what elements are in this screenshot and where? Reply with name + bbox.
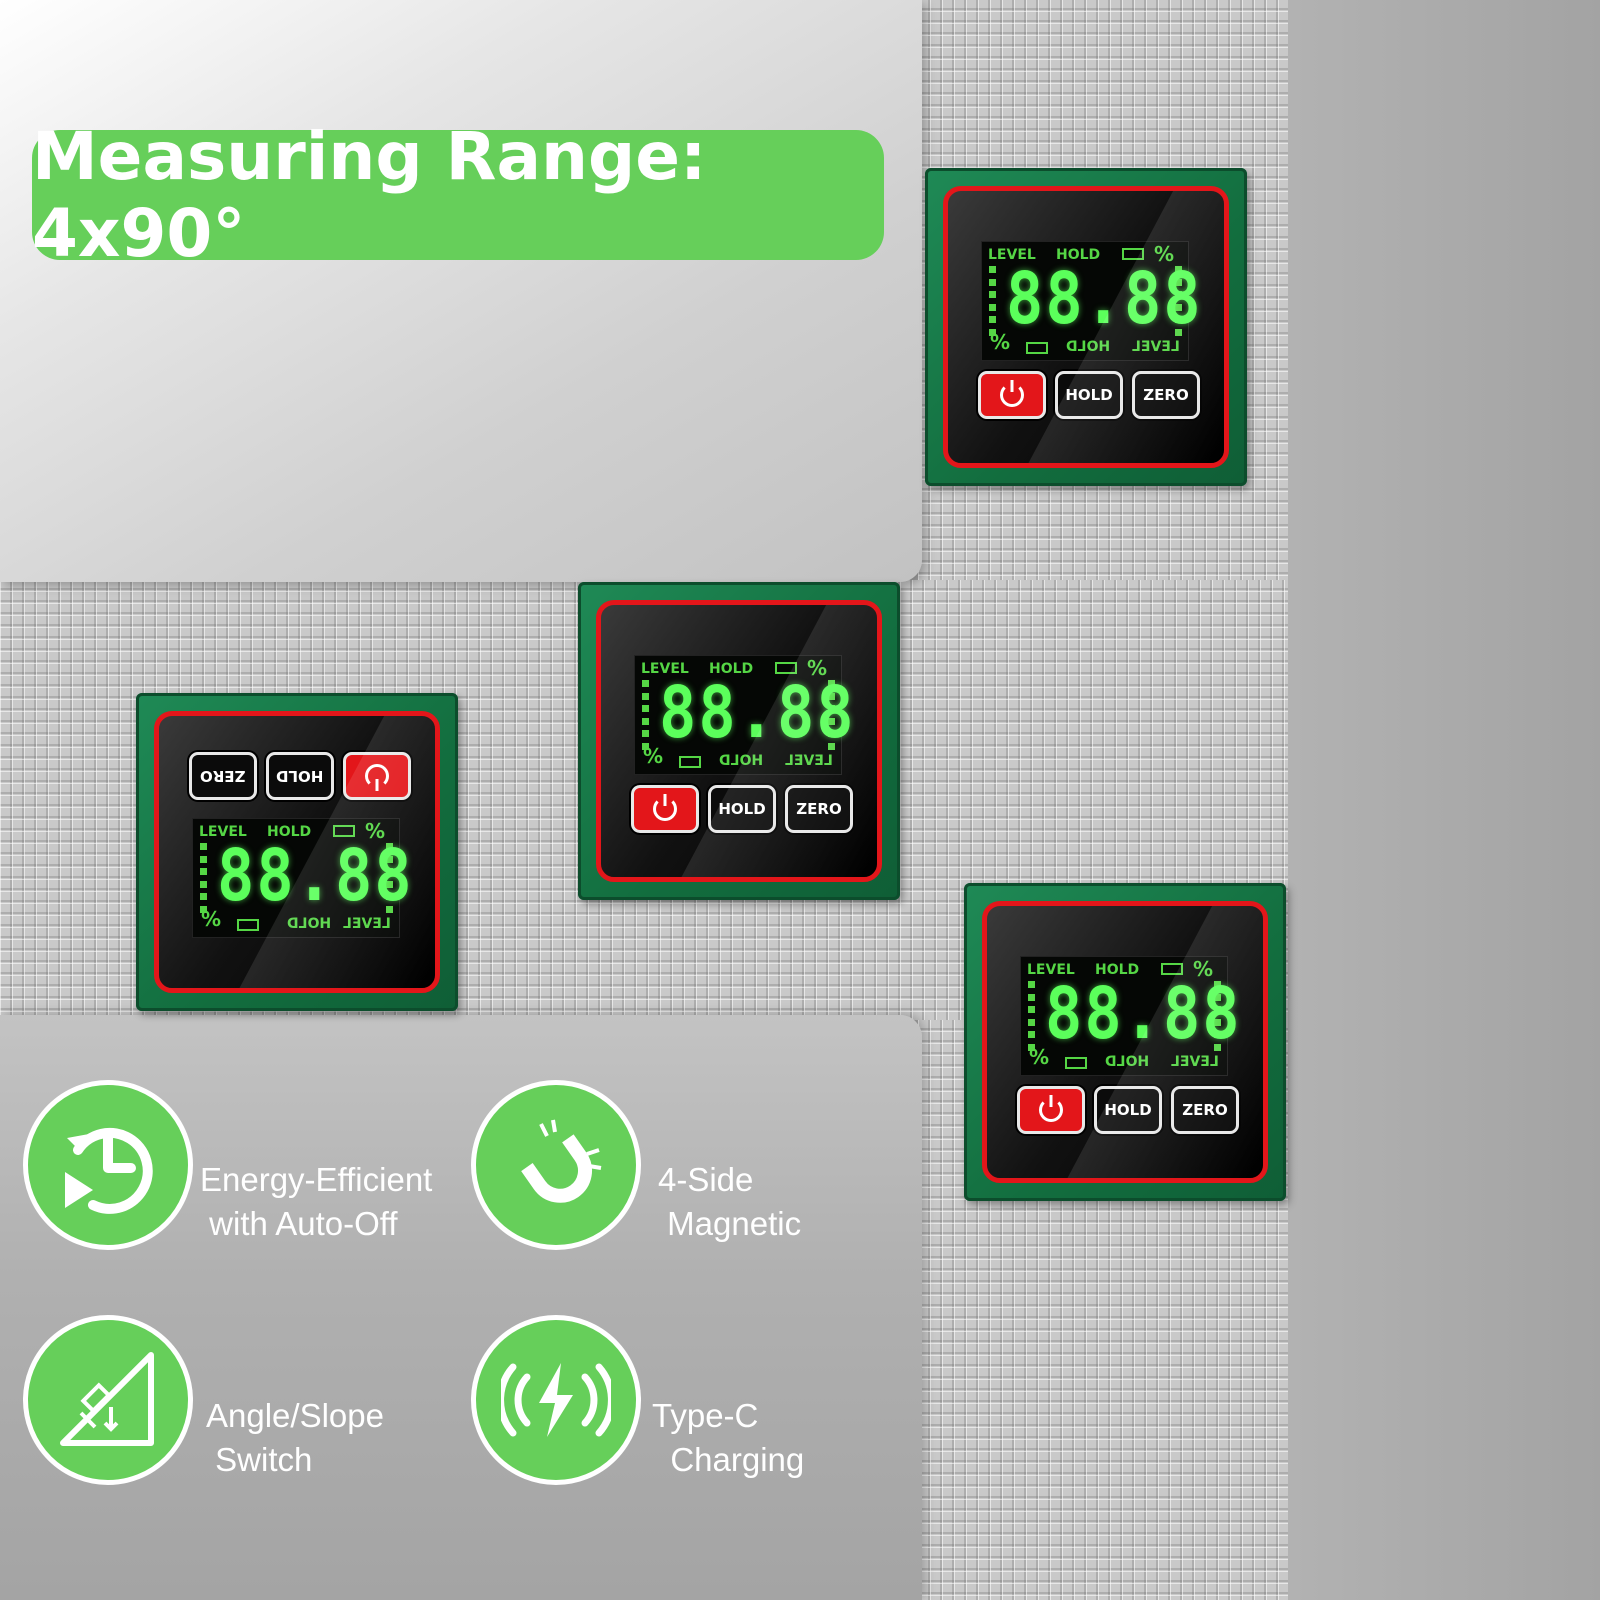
lcd-right-bars — [1174, 266, 1182, 336]
type-c-charging-icon — [471, 1315, 641, 1485]
power-icon — [365, 764, 389, 788]
hold-button[interactable]: HOLD — [266, 752, 334, 800]
panel-top — [0, 0, 922, 582]
battery-icon — [237, 919, 259, 931]
power-icon — [1039, 1098, 1063, 1122]
zero-button[interactable]: ZERO — [1132, 371, 1200, 419]
charging-glyph — [501, 1363, 611, 1437]
feature-line1: Type-C — [652, 1397, 759, 1434]
feature-magnetic-text: 4-Side Magnetic — [658, 1158, 801, 1246]
lcd-display: LEVEL HOLD % 88.88 % HOLD LEVEL — [192, 818, 414, 938]
battery-icon — [333, 825, 355, 837]
lcd-right-bars — [1213, 981, 1221, 1051]
lcd-level-label: LEVEL — [988, 247, 1036, 263]
auto-off-clock-icon — [23, 1080, 193, 1250]
zero-button[interactable]: ZERO — [189, 752, 257, 800]
power-icon — [1000, 383, 1024, 407]
angle-slope-icon — [23, 1315, 193, 1485]
device-face: LEVEL HOLD % 88.88 % HOLD LEVEL HOLD ZER… — [982, 901, 1268, 1183]
headline-text: Measuring Range: 4x90° — [32, 118, 707, 272]
angle-slope-glyph — [60, 1352, 154, 1446]
lcd-right-bars — [385, 843, 393, 913]
lcd-hold-label: HOLD — [1056, 247, 1101, 263]
lcd-percent-mirrored: % — [990, 330, 1011, 354]
battery-icon — [679, 756, 701, 768]
power-icon — [653, 797, 677, 821]
button-row: ZERO HOLD — [189, 752, 411, 800]
lcd-left-bars — [988, 266, 996, 336]
feature-line1: 4-Side — [658, 1161, 754, 1198]
button-row: HOLD ZERO — [978, 371, 1200, 419]
lcd-left-bars — [1027, 981, 1035, 1051]
lcd-reading: 88.88 — [1006, 256, 1203, 341]
headline-badge: Measuring Range: 4x90° — [32, 118, 884, 272]
background-right-strip — [1288, 0, 1600, 1600]
lcd-level-mirrored: LEVEL — [343, 916, 391, 932]
lcd-percent-mirrored: % — [1029, 1045, 1050, 1069]
device-face: ZERO HOLD LEVEL HOLD % 88.88 % HOLD LEVE… — [154, 711, 440, 993]
feature-line2: Switch — [206, 1441, 313, 1478]
hold-button[interactable]: HOLD — [708, 785, 776, 833]
power-button[interactable] — [978, 371, 1046, 419]
feature-angle-slope-text: Angle/Slope Switch — [206, 1394, 384, 1482]
angle-gauge-device-4: ZERO HOLD LEVEL HOLD % 88.88 % HOLD LEVE… — [136, 693, 458, 1011]
button-row: HOLD ZERO — [1017, 1086, 1239, 1134]
lcd-percent: % — [1154, 242, 1175, 266]
lcd-right-bars — [827, 680, 835, 750]
lcd-level-mirrored: LEVEL — [1132, 339, 1180, 355]
feature-line1: Angle/Slope — [206, 1397, 384, 1434]
power-button[interactable] — [343, 752, 411, 800]
lcd-percent: % — [807, 656, 828, 680]
device-face: LEVEL HOLD % 88.88 % HOLD LEVEL HOLD ZER… — [943, 186, 1229, 468]
zero-label-inverted: ZERO — [200, 767, 246, 785]
lcd-level-label: LEVEL — [641, 661, 689, 677]
lcd-hold-mirrored: HOLD — [719, 753, 764, 769]
feature-type-c-text: Type-C Charging — [652, 1394, 804, 1482]
lcd-hold-mirrored: HOLD — [1105, 1054, 1150, 1070]
feature-line2: Charging — [652, 1441, 805, 1478]
lcd-reading: 88.88 — [217, 833, 414, 918]
angle-gauge-device-2: LEVEL HOLD % 88.88 % HOLD LEVEL HOLD ZER… — [578, 582, 900, 900]
lcd-hold-label: HOLD — [1095, 962, 1140, 978]
hold-button[interactable]: HOLD — [1094, 1086, 1162, 1134]
lcd-display: LEVEL HOLD % 88.88 % HOLD LEVEL — [1020, 956, 1242, 1076]
feature-line1: Energy-Efficient — [200, 1161, 433, 1198]
feature-auto-off-text: Energy-Efficient with Auto-Off — [200, 1158, 432, 1246]
lcd-display: LEVEL HOLD % 88.88 % HOLD LEVEL — [634, 655, 856, 775]
magnet-glyph — [521, 1119, 602, 1203]
lcd-level-label: LEVEL — [1027, 962, 1075, 978]
lcd-percent-mirrored: % — [201, 907, 222, 931]
lcd-reading: 88.88 — [659, 670, 856, 755]
magnet-icon — [471, 1080, 641, 1250]
feature-line2: with Auto-Off — [200, 1205, 398, 1242]
lcd-display: LEVEL HOLD % 88.88 % HOLD LEVEL — [981, 241, 1203, 361]
lcd-percent: % — [365, 819, 386, 843]
lcd-level-mirrored: LEVEL — [1171, 1054, 1219, 1070]
battery-icon — [1065, 1057, 1087, 1069]
lcd-hold-label: HOLD — [267, 824, 312, 840]
hold-button[interactable]: HOLD — [1055, 371, 1123, 419]
hold-label-inverted: HOLD — [276, 767, 324, 785]
angle-gauge-device-1: LEVEL HOLD % 88.88 % HOLD LEVEL HOLD ZER… — [925, 168, 1247, 486]
device-face: LEVEL HOLD % 88.88 % HOLD LEVEL HOLD ZER… — [596, 600, 882, 882]
lcd-reading: 88.88 — [1045, 971, 1242, 1056]
lcd-left-bars — [641, 680, 649, 750]
zero-button[interactable]: ZERO — [785, 785, 853, 833]
feature-line2: Magnetic — [658, 1205, 802, 1242]
zero-button[interactable]: ZERO — [1171, 1086, 1239, 1134]
angle-gauge-device-3: LEVEL HOLD % 88.88 % HOLD LEVEL HOLD ZER… — [964, 883, 1286, 1201]
lcd-left-bars — [199, 843, 207, 913]
lcd-level-label: LEVEL — [199, 824, 247, 840]
power-button[interactable] — [1017, 1086, 1085, 1134]
lcd-hold-mirrored: HOLD — [1066, 339, 1111, 355]
lcd-level-mirrored: LEVEL — [785, 753, 833, 769]
lcd-percent: % — [1193, 957, 1214, 981]
power-button[interactable] — [631, 785, 699, 833]
auto-off-clock-glyph — [65, 1127, 153, 1214]
button-row: HOLD ZERO — [631, 785, 853, 833]
lcd-hold-mirrored: HOLD — [287, 916, 332, 932]
lcd-hold-label: HOLD — [709, 661, 754, 677]
lcd-percent-mirrored: % — [643, 744, 664, 768]
battery-icon — [1026, 342, 1048, 354]
